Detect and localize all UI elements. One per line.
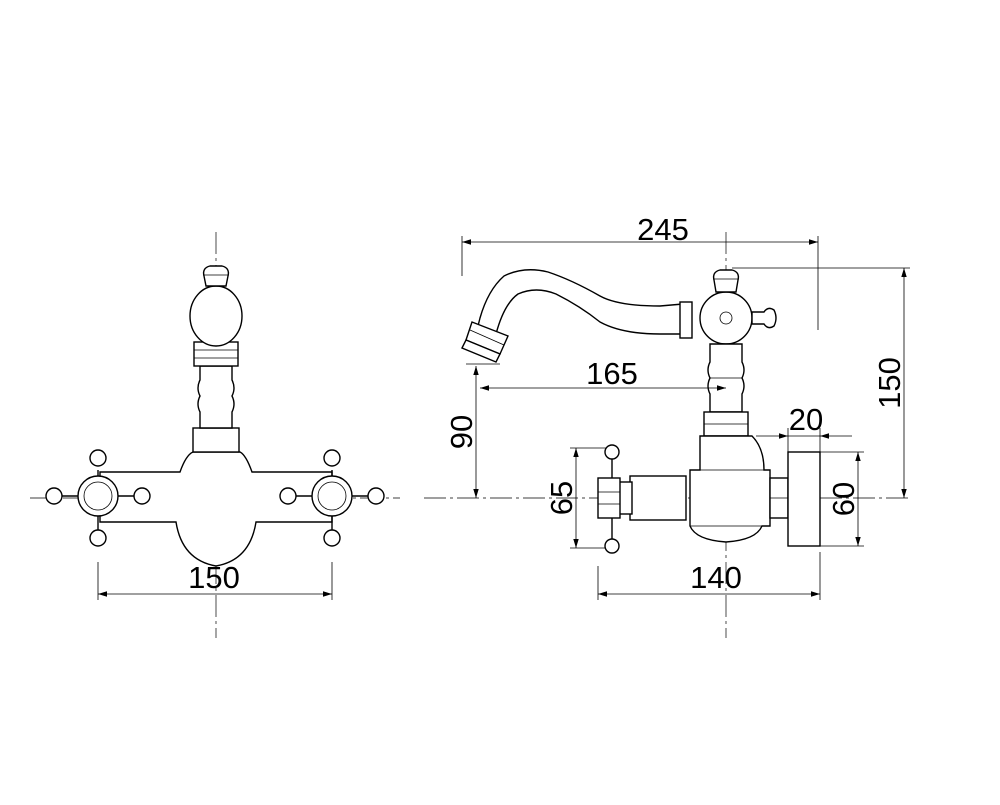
dimension-total-height: 150 (732, 267, 910, 498)
side-valve-cylinder (629, 475, 687, 521)
side-spout-collar (679, 301, 693, 339)
side-lever-knob (751, 307, 777, 329)
front-column-stem (197, 365, 235, 429)
total-height-label: 150 (872, 357, 907, 409)
dimension-front-width: 150 (97, 560, 333, 600)
front-top-finial (202, 265, 230, 287)
body-depth-label: 140 (690, 560, 742, 595)
dimension-wall-plate-height: 60 (820, 451, 864, 547)
dimension-wall-plate-depth: 20 (756, 402, 852, 452)
side-cross-handle (597, 444, 621, 554)
front-left-cross-handle (45, 449, 151, 547)
side-spout (477, 269, 684, 335)
side-body (689, 435, 771, 543)
dimension-overall-length: 245 (461, 212, 819, 330)
dimension-spout-height: 90 (444, 363, 500, 498)
dimension-spout-reach: 165 (480, 356, 726, 391)
wall-plate-depth-label: 20 (789, 402, 823, 437)
wall-plate-height-label: 60 (826, 482, 861, 516)
side-hub (699, 291, 753, 345)
handle-height-label: 65 (544, 481, 579, 515)
front-column-base (192, 427, 240, 453)
front-ball-joint (189, 285, 243, 347)
spout-reach-label: 165 (586, 356, 638, 391)
overall-length-label: 245 (637, 212, 689, 247)
front-width-label: 150 (188, 560, 240, 595)
side-wall-plate (787, 451, 821, 547)
side-top-finial (712, 269, 740, 293)
spout-height-label: 90 (444, 415, 479, 449)
dimension-handle-height: 65 (544, 447, 606, 549)
front-right-cross-handle (279, 449, 385, 547)
front-body (99, 451, 333, 567)
side-view: 245 165 90 150 65 (424, 212, 912, 638)
front-view: 150 (30, 232, 400, 638)
dimension-body-depth: 140 (597, 552, 821, 600)
